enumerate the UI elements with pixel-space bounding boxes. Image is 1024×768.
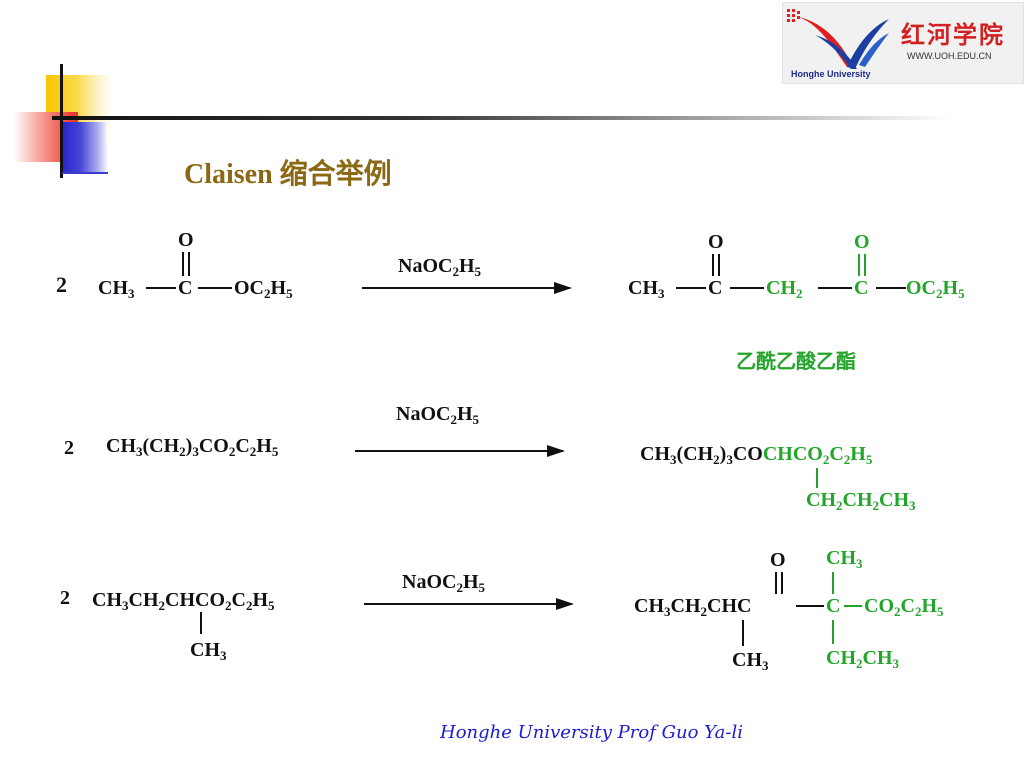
reaction3-product-top-methyl: CH3: [826, 547, 863, 571]
double-bond: [858, 254, 860, 276]
reaction1-product-carbon2: C: [854, 277, 869, 299]
reaction1-reactant-ethoxy: OC2H5: [234, 277, 293, 301]
reaction3-product-ester: CO2C2H5: [864, 595, 944, 619]
reaction1-reactant-oxygen: O: [178, 229, 194, 251]
bond: [198, 287, 232, 289]
reaction1-product-ch3: CH3: [628, 277, 665, 301]
reaction3-reactant-main: CH3CH2CHCO2C2H5: [92, 589, 275, 613]
bond: [832, 620, 834, 644]
bond: [730, 287, 764, 289]
reaction3-coefficient: 2: [60, 587, 70, 609]
reaction1-product-name: 乙酰乙酸乙酯: [736, 349, 856, 373]
footer-credit: Honghe University Prof Guo Ya-li: [440, 722, 743, 743]
reaction1-product-ch2: CH2: [766, 277, 803, 301]
logo-english-name: Honghe University: [791, 69, 871, 79]
bond: [816, 468, 818, 488]
reaction2-product-branch: CH2CH2CH3: [806, 489, 916, 513]
reaction3-product-oxygen: O: [770, 549, 786, 571]
decor-underline: [62, 172, 108, 174]
reaction3-reagent: NaOC2H5: [402, 571, 486, 595]
bond: [832, 572, 834, 594]
logo-emblem-icon: [787, 9, 889, 69]
double-bond: [775, 572, 777, 594]
reaction1-reactant-ch3: CH3: [98, 277, 135, 301]
reaction3-product-branch: CH3: [732, 649, 769, 673]
reaction1-product-carbon1: C: [708, 277, 723, 299]
reaction2-coefficient: 2: [64, 437, 74, 459]
decor-horizontal-line: [52, 116, 952, 120]
reaction3-product-carbon: C: [826, 595, 841, 617]
reaction1-product-ethoxy: OC2H5: [906, 278, 965, 298]
slide-title: Claisen 缩合举例: [184, 159, 392, 190]
decor-blue-block: [62, 122, 108, 174]
bond: [676, 287, 706, 289]
university-logo: 红河学院 WWW.UOH.EDU.CN Honghe University: [782, 2, 1024, 84]
bond: [200, 612, 202, 634]
double-bond: [188, 252, 190, 276]
reaction2-reagent: NaOC2H5: [396, 403, 480, 427]
bond: [818, 287, 852, 289]
bond: [796, 605, 824, 607]
double-bond: [182, 252, 184, 276]
reaction3-reactant-branch: CH3: [190, 639, 227, 663]
double-bond: [781, 572, 783, 594]
bond: [844, 605, 862, 607]
reaction2-reactant: CH3(CH2)3CO2C2H5: [106, 435, 279, 459]
reaction3-product-main: CH3CH2CHC: [634, 595, 752, 619]
reaction1-reactant-carbon: C: [178, 277, 193, 299]
reaction3-product-bottom-ethyl: CH2CH3: [826, 647, 899, 671]
reaction2-product-main: CH3(CH2)3COCHCO2C2H5: [640, 443, 873, 467]
double-bond: [712, 254, 714, 276]
reaction1-arrow: [362, 282, 572, 294]
reaction2-arrow: [355, 445, 565, 457]
double-bond: [718, 254, 720, 276]
logo-title: 红河学院: [901, 20, 1005, 49]
reaction3-arrow: [364, 598, 574, 610]
double-bond: [864, 254, 866, 276]
bond: [742, 620, 744, 646]
decor-vertical-line: [60, 64, 63, 178]
logo-url: WWW.UOH.EDU.CN: [907, 51, 992, 61]
reaction1-product-oxygen1: O: [708, 231, 724, 253]
bond: [876, 287, 906, 289]
bond: [146, 287, 176, 289]
reaction1-reagent: NaOC2H5: [398, 255, 482, 279]
reaction1-coefficient: 2: [56, 272, 67, 297]
reaction1-product-oxygen2: O: [854, 231, 870, 253]
